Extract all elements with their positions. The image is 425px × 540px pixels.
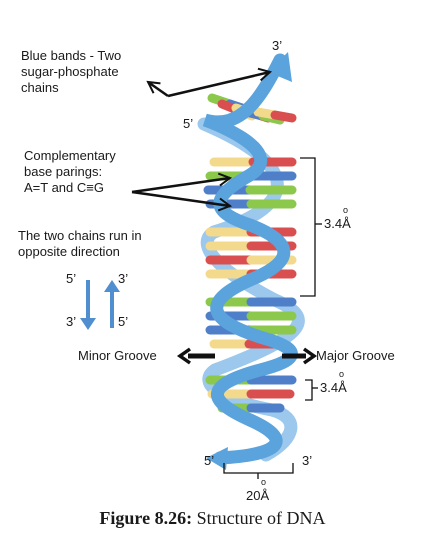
bottom-strand-arrowhead [206,447,228,470]
figure-caption: Figure 8.26: Structure of DNA [0,508,425,529]
blue-bands-label-line3: chains [21,80,59,95]
pitch-bracket-small [305,379,313,401]
pitch-large-label: 3.4Å [324,216,351,231]
pointer-arrow-to-base-pair-upper [131,178,230,194]
blue-bands-label-line1: Blue bands - Two [21,48,122,63]
pointer-arrow-to-left-chain [148,82,169,98]
pitch-small-ring-mark: o [339,369,345,379]
complementary-label-line2: base parings: [24,164,103,179]
strand-end-bottom-right: 3’ [302,453,313,468]
figure-caption-text: Structure of DNA [196,508,326,528]
blue-bands-label-line2: sugar-phosphate [21,64,119,79]
minor-groove-arrowhead [176,347,192,365]
direction-right-bottom: 5’ [118,314,129,329]
figure-caption-number: Figure 8.26: [99,508,193,528]
complementary-label-line3: A=T and C≡G [24,180,104,195]
diameter-bracket [223,463,294,474]
pointer-arrow-to-top-chain [167,72,270,98]
diameter-ring-mark: o [261,477,267,487]
opposite-direction-label-line2: opposite direction [18,244,120,259]
diameter-label: 20Å [246,488,270,503]
complementary-label-line1: Complementary [24,148,116,163]
pitch-small-label: 3.4Å [320,380,347,395]
up-direction-arrowhead [104,280,120,292]
pitch-large-ring-mark: o [343,205,349,215]
major-groove-label: Major Groove [316,348,395,363]
top-strand-arrowhead [268,52,292,82]
opposite-direction-label-line1: The two chains run in [18,228,142,243]
pointer-arrow-to-base-pair-lower [131,190,230,206]
base-pair-rung [253,107,297,123]
strand-end-top-left: 5’ [183,116,194,131]
direction-left-top: 5’ [66,271,77,286]
direction-right-top: 3’ [118,271,129,286]
down-direction-arrowhead [80,318,96,330]
front-backbone-strand [202,53,298,465]
major-groove-arrowhead [302,347,318,365]
direction-left-bottom: 3’ [66,314,77,329]
minor-groove-label: Minor Groove [78,348,157,363]
strand-end-top-right: 3’ [272,38,283,53]
pitch-bracket-large [300,157,316,297]
base-right-half [270,110,297,123]
strand-end-bottom-left: 5’ [204,453,215,468]
